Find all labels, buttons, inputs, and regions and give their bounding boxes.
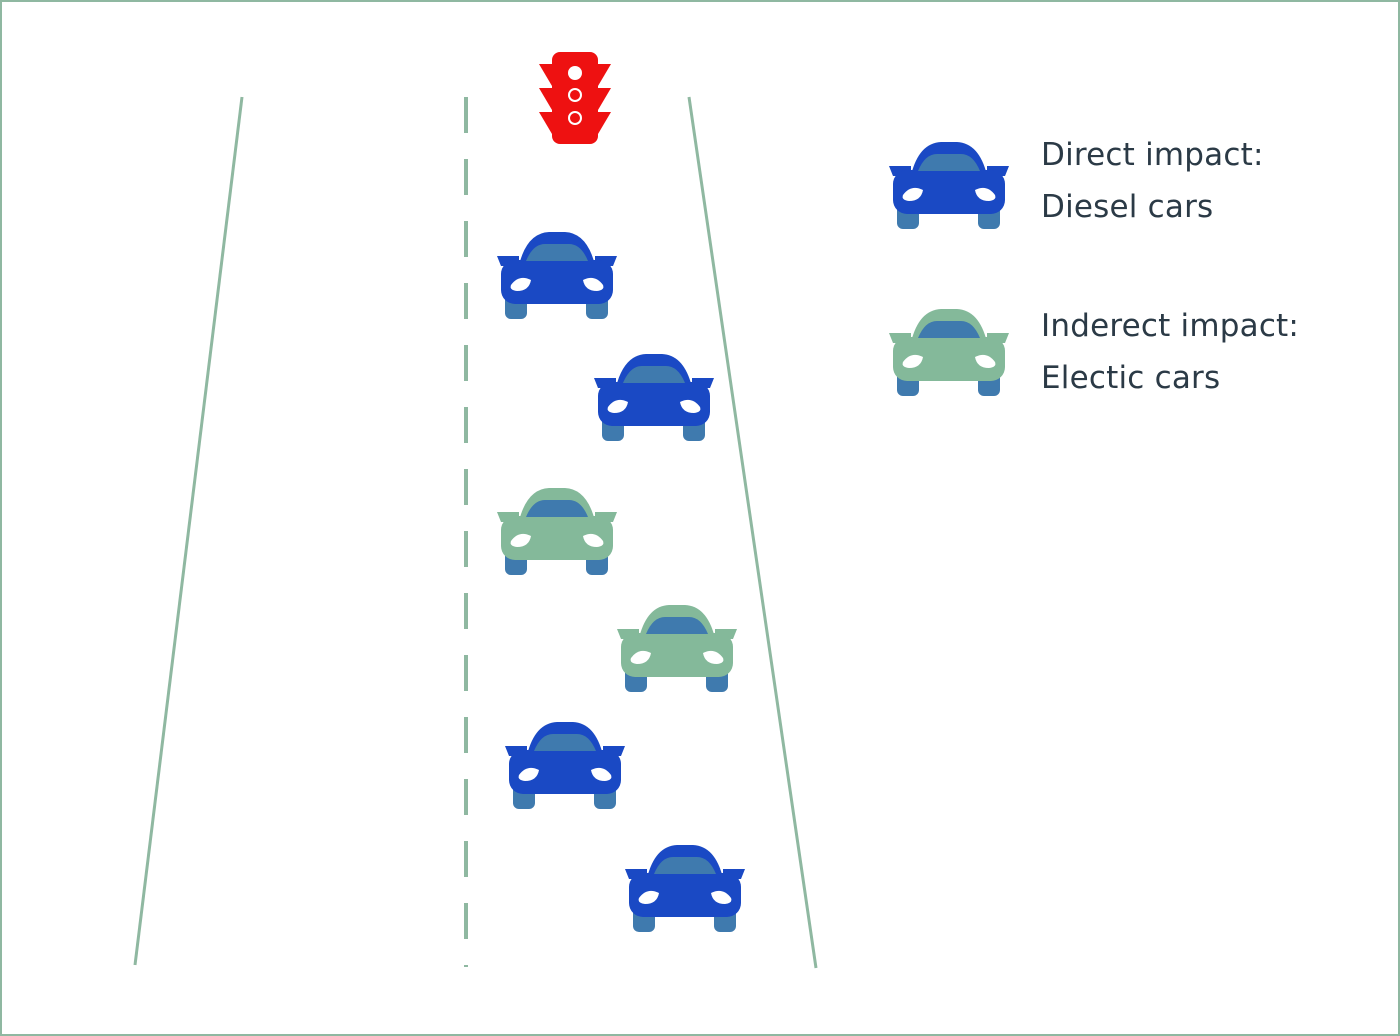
diesel-car-icon (594, 354, 714, 441)
road-edge-right (687, 96, 818, 969)
road-edge-left (133, 96, 244, 966)
traffic-light-icon (539, 52, 611, 144)
electric-car-icon (497, 488, 617, 575)
legend-electric-line1: Inderect impact: (1041, 308, 1300, 344)
legend-diesel-car-icon (889, 142, 1009, 229)
diesel-car-icon (625, 845, 745, 932)
diesel-car-icon (505, 722, 625, 809)
legend-electric-line2: Electic cars (1041, 360, 1221, 396)
legend-electric-label: Inderect impact: Electic cars (1041, 300, 1299, 404)
diesel-car-icon (497, 232, 617, 319)
electric-car-icon (617, 605, 737, 692)
legend-diesel-label: Direct impact: Diesel cars (1041, 129, 1264, 233)
legend-electric-car-icon (889, 309, 1009, 396)
legend-diesel-line2: Diesel cars (1041, 189, 1214, 225)
legend-diesel-line1: Direct impact: (1041, 137, 1264, 173)
